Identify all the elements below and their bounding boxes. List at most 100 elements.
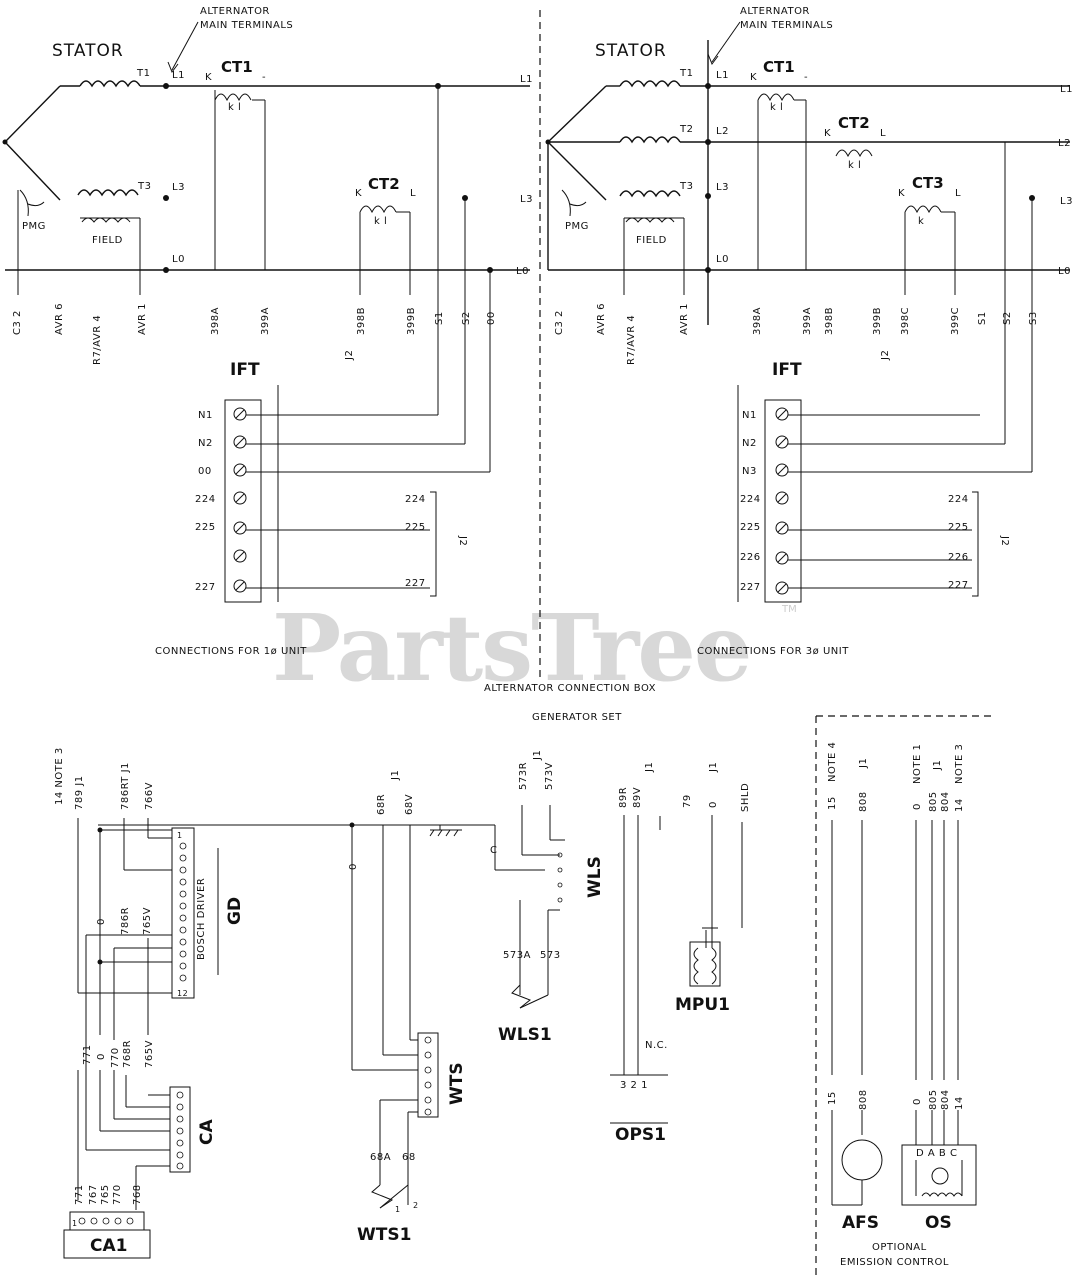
left-ct1-label: CT1 (221, 58, 253, 76)
svg-text:S2: S2 (461, 311, 472, 325)
svg-text:AVR 1: AVR 1 (137, 303, 148, 335)
svg-text:T3: T3 (137, 181, 151, 192)
svg-text:AVR 6: AVR 6 (54, 303, 65, 335)
svg-text:J1: J1 (390, 770, 401, 781)
svg-text:1: 1 (395, 1205, 401, 1214)
svg-text:BOSCH DRIVER: BOSCH DRIVER (196, 878, 207, 960)
right-panel: ALTERNATOR MAIN TERMINALS STATOR T1 L1 L… (545, 6, 1072, 657)
svg-text:J1: J1 (532, 750, 543, 761)
svg-text:15: 15 (827, 796, 838, 810)
svg-text:L0: L0 (172, 254, 185, 265)
watermark: PartsTree (272, 594, 750, 702)
svg-text:226: 226 (948, 552, 969, 563)
svg-text:R7/AVR 4: R7/AVR 4 (92, 315, 103, 365)
svg-text:L: L (955, 188, 961, 199)
svg-text:399A: 399A (802, 307, 813, 335)
svg-text:805: 805 (928, 791, 939, 812)
svg-text:573: 573 (540, 950, 561, 961)
svg-text:J1: J1 (858, 758, 869, 769)
svg-text:OPTIONAL: OPTIONAL (872, 1242, 927, 1253)
left-ift-terminals: N1 N2 00 224 225 227 (195, 410, 216, 593)
svg-text:227: 227 (740, 582, 761, 593)
svg-text:PMG: PMG (22, 221, 46, 232)
svg-text:K: K (750, 72, 757, 83)
svg-text:789 J1: 789 J1 (74, 775, 85, 810)
svg-text:771: 771 (82, 1044, 93, 1065)
ops1-label: OPS1 (615, 1125, 666, 1145)
svg-text:15: 15 (827, 1091, 838, 1105)
svg-text:225: 225 (948, 522, 969, 533)
svg-text:1: 1 (72, 1219, 78, 1228)
svg-text:T2: T2 (679, 124, 693, 135)
svg-text:FIELD: FIELD (636, 235, 667, 246)
svg-text:224: 224 (740, 494, 761, 505)
svg-text:0: 0 (96, 918, 107, 925)
right-connections-label: CONNECTIONS FOR 3ø UNIT (697, 646, 849, 657)
svg-text:0: 0 (912, 1098, 923, 1105)
svg-text:R7/AVR 4: R7/AVR 4 (626, 315, 637, 365)
svg-text:S2: S2 (1002, 311, 1013, 325)
svg-text:89R: 89R (618, 787, 629, 808)
svg-text:C: C (490, 845, 497, 856)
svg-text:J2: J2 (880, 350, 891, 361)
svg-text:399B: 399B (872, 307, 883, 335)
svg-text:0: 0 (96, 1053, 107, 1060)
svg-text:573R: 573R (518, 762, 529, 790)
left-alternator-label: ALTERNATOR (200, 6, 270, 17)
svg-text:K: K (824, 128, 831, 139)
right-stator-label: STATOR (595, 41, 667, 61)
svg-text:768R: 768R (122, 1040, 133, 1068)
svg-text:573V: 573V (544, 762, 555, 790)
left-ct2-label: CT2 (368, 175, 400, 193)
svg-text:68R: 68R (376, 794, 387, 815)
svg-text:J1: J1 (932, 760, 943, 771)
svg-text:N1: N1 (198, 410, 213, 421)
svg-text:NOTE 1: NOTE 1 (912, 744, 923, 784)
svg-text:398C: 398C (900, 307, 911, 335)
svg-text:225: 225 (740, 522, 761, 533)
svg-text:771: 771 (74, 1184, 85, 1205)
svg-text:224: 224 (195, 494, 216, 505)
svg-text:12: 12 (177, 989, 188, 998)
svg-text:C3 2: C3 2 (12, 310, 23, 335)
svg-text:L3: L3 (716, 182, 729, 193)
svg-text:L2: L2 (716, 126, 729, 137)
svg-text:808: 808 (858, 1089, 869, 1110)
svg-text:J2: J2 (344, 350, 355, 361)
svg-text:S1: S1 (977, 311, 988, 325)
svg-text:68: 68 (402, 1152, 416, 1163)
svg-text:00: 00 (486, 311, 497, 325)
svg-text:14: 14 (954, 798, 965, 812)
svg-text:S3: S3 (1028, 311, 1039, 325)
svg-text:767: 767 (88, 1184, 99, 1205)
svg-text:L0: L0 (716, 254, 729, 265)
afs-label: AFS (842, 1213, 879, 1233)
svg-text:804: 804 (940, 791, 951, 812)
svg-text:N2: N2 (742, 438, 757, 449)
svg-text:N2: N2 (198, 438, 213, 449)
svg-text:K: K (898, 188, 905, 199)
svg-text:T3: T3 (679, 181, 693, 192)
svg-text:14 NOTE 3: 14 NOTE 3 (54, 747, 65, 805)
svg-text:224: 224 (405, 494, 426, 505)
svg-text:1: 1 (177, 831, 183, 840)
svg-text:FIELD: FIELD (92, 235, 123, 246)
svg-text:L1: L1 (172, 70, 185, 81)
lower-section: 14 NOTE 3 789 J1 786RT J1 766V BOSCH DRI… (54, 715, 995, 1275)
svg-text:0: 0 (708, 801, 719, 808)
svg-text:766V: 766V (144, 782, 155, 810)
left-ift-label: IFT (230, 360, 260, 380)
svg-text:00: 00 (198, 466, 212, 477)
svg-text:770: 770 (112, 1184, 123, 1205)
svg-text:L3: L3 (520, 194, 533, 205)
svg-text:ALTERNATOR: ALTERNATOR (740, 6, 810, 17)
svg-text:PMG: PMG (565, 221, 589, 232)
watermark-tm: TM (781, 604, 797, 615)
svg-text:786RT J1: 786RT J1 (120, 762, 131, 810)
svg-text:T1: T1 (679, 68, 693, 79)
svg-text:768: 768 (132, 1184, 143, 1205)
svg-text:EMISSION CONTROL: EMISSION CONTROL (840, 1257, 949, 1268)
svg-text:398B: 398B (824, 307, 835, 335)
svg-text:AVR 6: AVR 6 (596, 303, 607, 335)
